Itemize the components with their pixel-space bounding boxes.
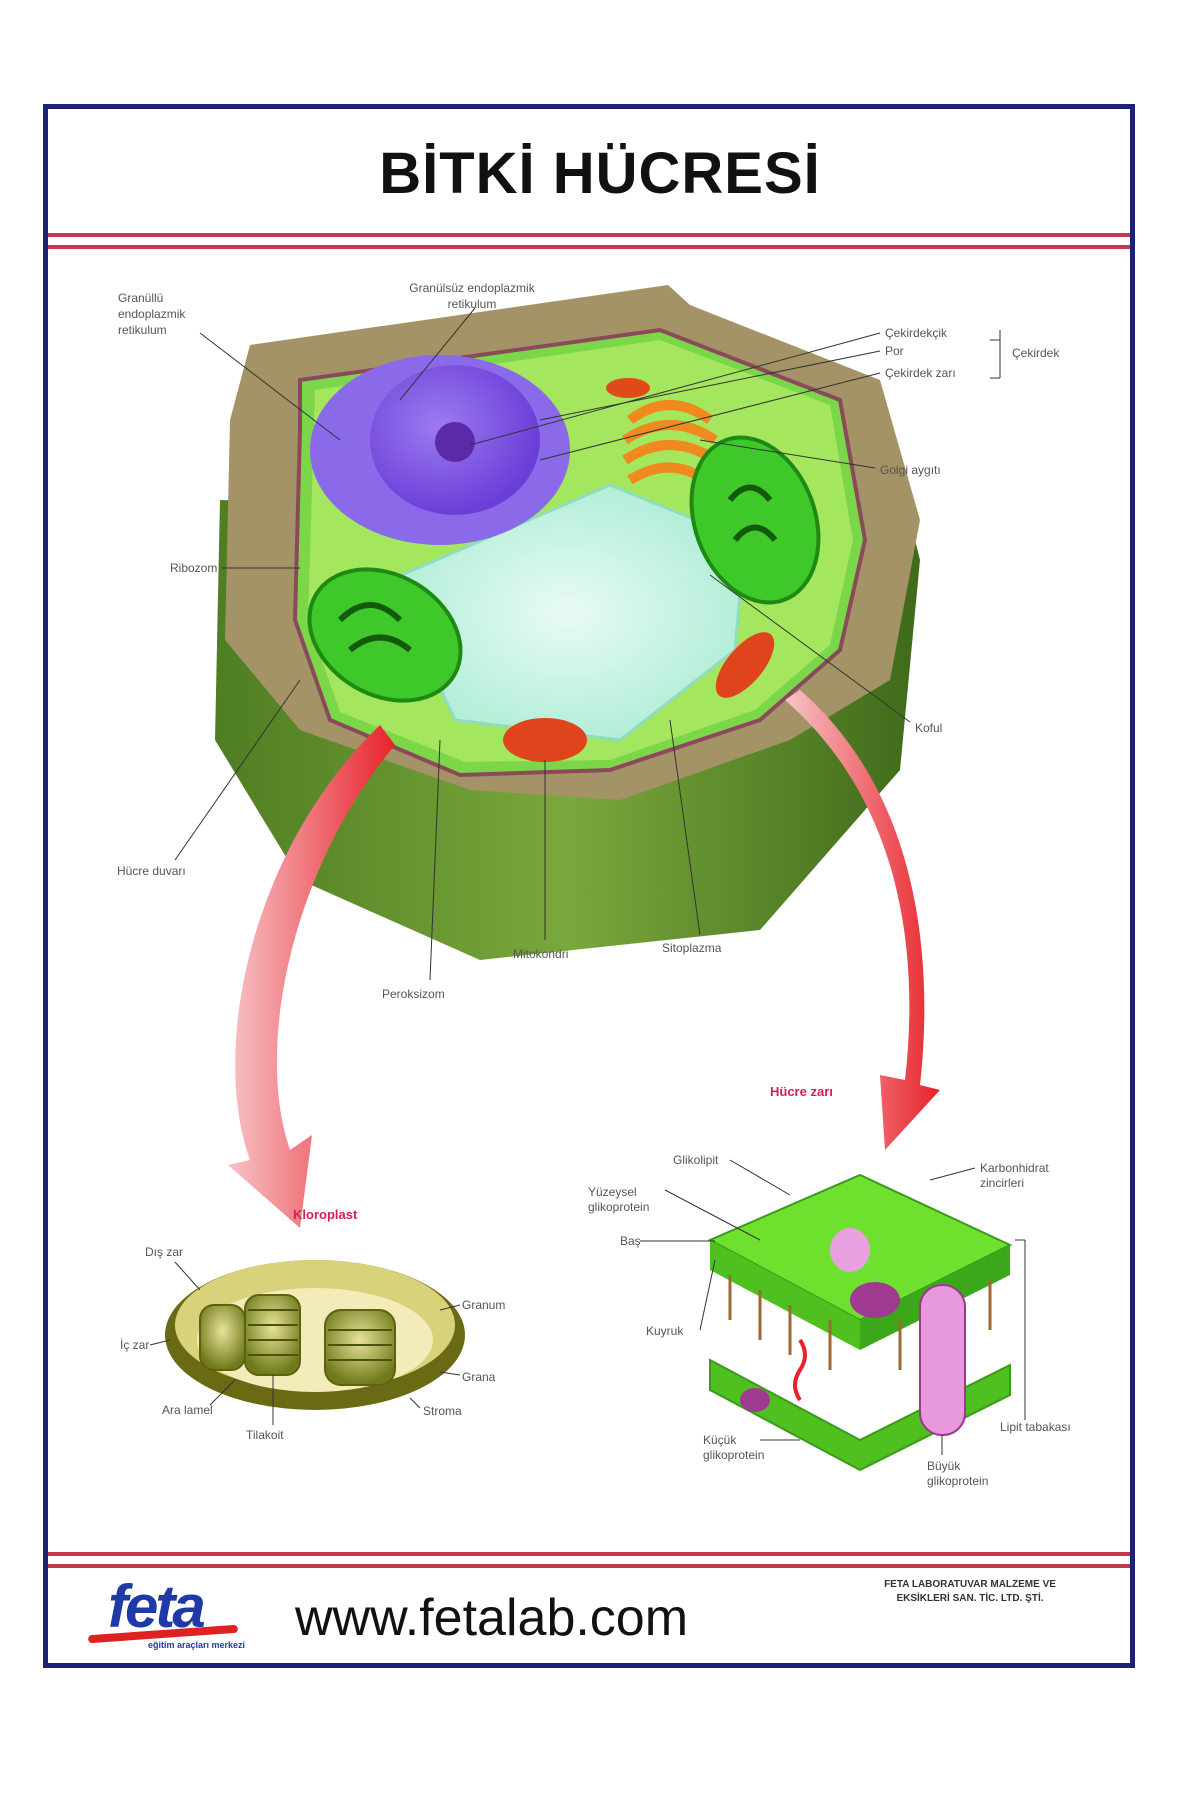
label-tilakoit: Tilakoit <box>246 1428 284 1442</box>
label-por: Por <box>885 344 904 358</box>
label-cekirdekcik: Çekirdekçik <box>885 326 948 340</box>
label-yuzeysel-1: Yüzeysel <box>588 1185 637 1199</box>
label-cekirdek: Çekirdek <box>1012 346 1060 360</box>
label-granullu-er-3: retikulum <box>118 323 167 337</box>
mitochondrion <box>503 718 587 762</box>
cell-membrane-detail <box>707 1173 1013 1472</box>
label-cekirdek-zari: Çekirdek zarı <box>885 366 956 380</box>
label-yuzeysel-2: glikoprotein <box>588 1200 649 1214</box>
label-buyuk-1: Büyük <box>927 1459 961 1473</box>
golgi-apparatus <box>622 400 718 485</box>
cell-illustration <box>215 285 920 960</box>
page-title: BİTKİ HÜCRESİ <box>379 141 821 206</box>
label-granullu-er-1: Granüllü <box>118 291 163 305</box>
label-lipit: Lipit tabakası <box>1000 1420 1071 1434</box>
label-dis-zar: Dış zar <box>145 1245 183 1259</box>
logo-tagline: eğitim araçları merkezi <box>148 1640 246 1650</box>
label-kucuk-2: glikoprotein <box>703 1448 764 1462</box>
poster-frame <box>43 104 1135 1668</box>
label-buyuk-2: glikoprotein <box>927 1474 988 1488</box>
label-kuyruk: Kuyruk <box>646 1324 684 1338</box>
label-kucuk-1: Küçük <box>703 1433 737 1447</box>
label-granullu-er-2: endoplazmik <box>118 307 186 321</box>
label-stroma: Stroma <box>423 1404 462 1418</box>
logo-wordmark: feta <box>108 1573 206 1640</box>
label-glikolipit: Glikolipit <box>673 1153 719 1167</box>
divider <box>48 233 1130 237</box>
label-grana: Grana <box>462 1370 496 1384</box>
label-ara-lamel: Ara lamel <box>162 1403 213 1417</box>
divider <box>48 1552 1130 1556</box>
label-ribozom: Ribozom <box>170 561 217 575</box>
label-sitoplazma: Sitoplazma <box>662 941 722 955</box>
label-peroksizom: Peroksizom <box>382 987 445 1001</box>
label-ic-zar: İç zar <box>120 1338 149 1352</box>
divider <box>48 245 1130 249</box>
company-line-2: EKSİKLERİ SAN. TİC. LTD. ŞTİ. <box>896 1593 1044 1604</box>
label-mitokondri: Mitokondri <box>513 947 568 961</box>
company-info: FETA LABORATUVAR MALZEME VE EKSİKLERİ SA… <box>850 1578 1090 1606</box>
chloroplast-title: Kloroplast <box>293 1207 358 1222</box>
feta-logo: feta eğitim araçları merkezi <box>87 1572 278 1657</box>
label-karbonhidrat-1: Karbonhidrat <box>980 1161 1049 1175</box>
label-hucre-duvari: Hücre duvarı <box>117 864 186 878</box>
label-granum: Granum <box>462 1298 505 1312</box>
arrow-to-chloroplast <box>228 725 395 1228</box>
label-bas: Baş <box>620 1234 641 1248</box>
divider <box>48 1564 1130 1568</box>
chloroplast <box>689 435 821 605</box>
nucleolus <box>435 422 475 462</box>
label-koful: Koful <box>915 721 942 735</box>
website-url[interactable]: www.fetalab.com <box>295 1589 689 1647</box>
company-line-1: FETA LABORATUVAR MALZEME VE <box>884 1579 1056 1590</box>
membrane-title: Hücre zarı <box>770 1084 833 1099</box>
label-granulsuz-er-1: Granülsüz endoplazmik <box>409 281 535 295</box>
label-granulsuz-er-2: retikulum <box>448 297 497 311</box>
label-karbonhidrat-2: zincirleri <box>980 1176 1024 1190</box>
arrow-to-membrane <box>785 690 940 1150</box>
label-golgi: Golgi aygıtı <box>880 463 941 477</box>
chloroplast-detail <box>165 1260 465 1410</box>
mitochondrion <box>715 632 775 698</box>
